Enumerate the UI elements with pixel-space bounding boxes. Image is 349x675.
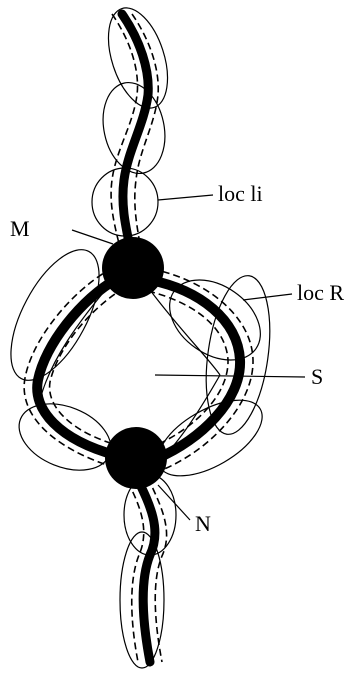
bottom-strand-core (138, 480, 155, 662)
label-m: M (10, 218, 30, 240)
loop-top-1 (97, 1, 179, 116)
label-loc-r: loc R (297, 282, 344, 304)
leader-s (155, 375, 305, 377)
leader-loc-r (243, 294, 292, 300)
top-strand-core (122, 14, 148, 262)
label-n: N (195, 513, 211, 535)
leader-loc-li (158, 195, 213, 200)
label-loc-li: loc li (218, 183, 263, 205)
loop-top-2 (95, 77, 173, 179)
node-n (105, 427, 167, 489)
node-m (102, 237, 164, 299)
leader-lines (72, 195, 305, 520)
chromatid-strands (24, 14, 253, 662)
loop-right-lower (146, 385, 274, 491)
label-s: S (311, 366, 323, 388)
leader-m (72, 230, 113, 244)
